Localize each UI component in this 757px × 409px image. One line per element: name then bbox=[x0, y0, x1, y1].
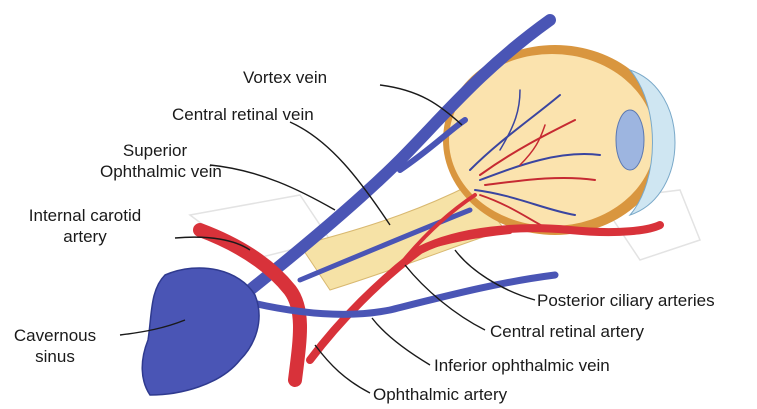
label-superior-ophthalmic-vein: Superior Ophthalmic vein bbox=[100, 140, 210, 182]
label-superior-ophthalmic-vein-line2: Ophthalmic vein bbox=[100, 161, 210, 182]
label-cavernous-sinus: Cavernous sinus bbox=[5, 325, 105, 367]
label-vortex-vein: Vortex vein bbox=[243, 67, 327, 88]
label-central-retinal-vein: Central retinal vein bbox=[172, 104, 314, 125]
label-ophthalmic-artery: Ophthalmic artery bbox=[373, 384, 507, 405]
label-inferior-ophthalmic-vein: Inferior ophthalmic vein bbox=[434, 355, 610, 376]
label-cavernous-sinus-line2: sinus bbox=[5, 346, 105, 367]
label-internal-carotid-artery: Internal carotid artery bbox=[5, 205, 165, 247]
cavernous-sinus-shape bbox=[142, 268, 259, 395]
label-internal-carotid-artery-line1: Internal carotid bbox=[5, 205, 165, 226]
label-internal-carotid-artery-line2: artery bbox=[5, 226, 165, 247]
label-cavernous-sinus-line1: Cavernous bbox=[5, 325, 105, 346]
label-central-retinal-artery: Central retinal artery bbox=[490, 321, 644, 342]
label-posterior-ciliary-arteries: Posterior ciliary arteries bbox=[537, 290, 715, 311]
label-superior-ophthalmic-vein-line1: Superior bbox=[100, 140, 210, 161]
